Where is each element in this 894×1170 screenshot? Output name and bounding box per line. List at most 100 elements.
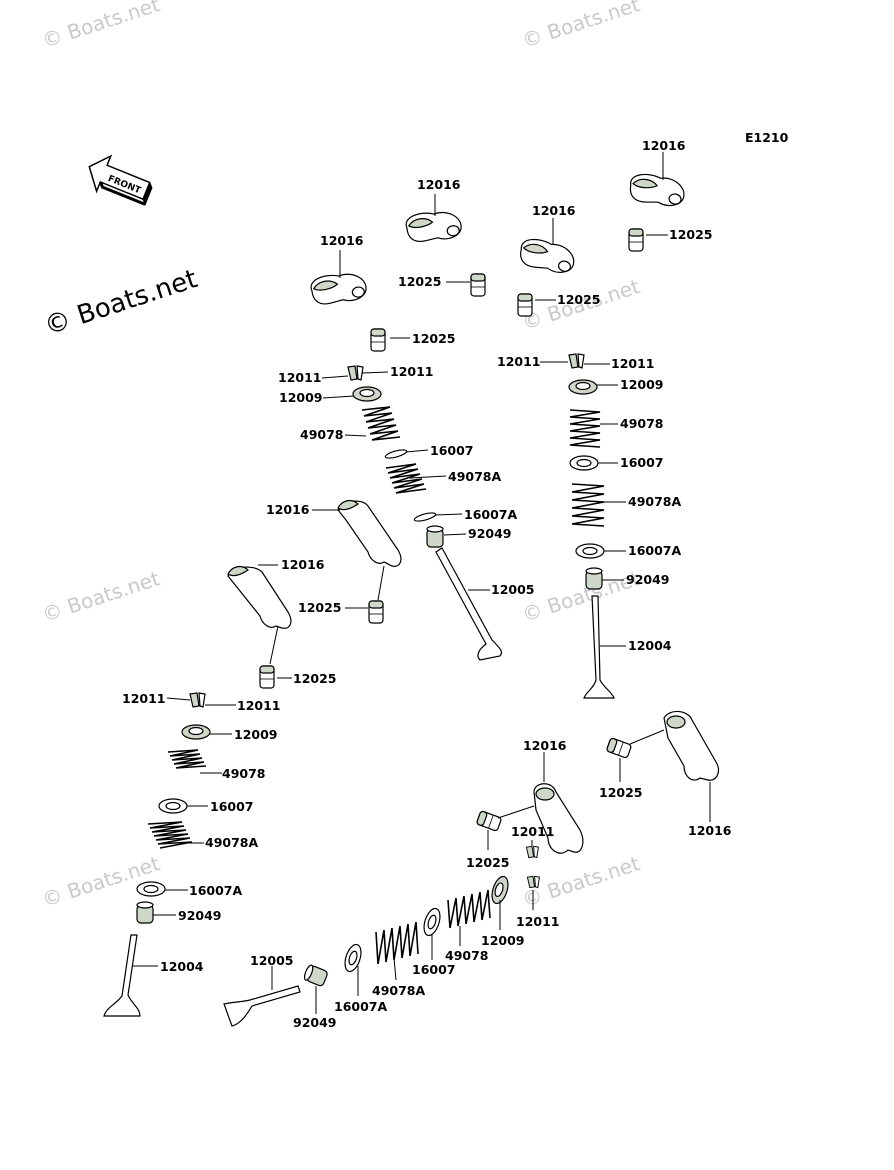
part-callout: 49078 bbox=[300, 427, 344, 442]
exhaust-valve bbox=[435, 547, 503, 661]
part-callout: 92049 bbox=[626, 572, 670, 587]
part-callout: 12025 bbox=[412, 331, 456, 346]
spring-seat bbox=[413, 512, 437, 522]
valve-spring-outer bbox=[167, 749, 207, 769]
diagram-code: E1210 bbox=[745, 130, 789, 145]
part-callout: 12009 bbox=[481, 933, 525, 948]
part-callout: 49078A bbox=[372, 983, 425, 998]
spring-seat bbox=[341, 941, 365, 975]
tappet bbox=[628, 228, 644, 252]
rocker-arm bbox=[627, 171, 688, 210]
part-callout: 12025 bbox=[599, 785, 643, 800]
valve-cotter bbox=[347, 365, 364, 381]
valve-stem-seal bbox=[302, 963, 329, 988]
part-callout: 16007A bbox=[464, 507, 517, 522]
part-callout: 12009 bbox=[234, 727, 278, 742]
tappet bbox=[470, 273, 486, 297]
part-callout: 16007 bbox=[620, 455, 664, 470]
part-callout: 92049 bbox=[468, 526, 512, 541]
part-callout: 12005 bbox=[491, 582, 535, 597]
tappet bbox=[517, 293, 533, 317]
spring-seat bbox=[569, 455, 599, 471]
part-callout: 16007A bbox=[189, 883, 242, 898]
tappet bbox=[259, 665, 275, 689]
rocker-arm bbox=[516, 235, 578, 277]
tappet bbox=[605, 737, 633, 759]
watermark: © Boats.net bbox=[39, 0, 163, 53]
front-arrow-icon: FRONT bbox=[88, 154, 153, 206]
spring-retainer bbox=[181, 724, 211, 740]
group-upper-center: 12016 12016 12025 12025 12011 12011 1200… bbox=[278, 177, 535, 661]
part-callout: 12025 bbox=[298, 600, 342, 615]
part-callout: 12011 bbox=[278, 370, 322, 385]
part-callout: 12011 bbox=[390, 364, 434, 379]
rocker-arm bbox=[404, 210, 463, 243]
tappet bbox=[475, 810, 503, 832]
part-callout: 12004 bbox=[628, 638, 672, 653]
group-right: 12016 12016 12025 12025 12011 12011 1200… bbox=[497, 138, 713, 699]
part-callout: 12004 bbox=[160, 959, 204, 974]
valve-cotter bbox=[568, 353, 585, 369]
part-callout: 92049 bbox=[293, 1015, 337, 1030]
intake-valve bbox=[583, 595, 615, 699]
spring-seat bbox=[384, 449, 408, 459]
valve-cotter bbox=[189, 692, 206, 708]
group-lower-right: 12016 12025 12016 12025 12011 12011 1200… bbox=[223, 710, 732, 1030]
valve-stem-seal bbox=[136, 901, 154, 924]
watermark-dark: © Boats.net bbox=[41, 264, 201, 342]
rocker-arm bbox=[533, 783, 584, 854]
part-callout: 12016 bbox=[523, 738, 567, 753]
valve-cotter bbox=[526, 875, 540, 889]
group-left: 12016 12016 12025 12025 12011 12011 1200… bbox=[103, 499, 402, 1017]
part-callout: 12009 bbox=[620, 377, 664, 392]
watermark: © Boats.net bbox=[519, 566, 643, 627]
spring-seat bbox=[136, 881, 166, 897]
rocker-arm bbox=[663, 710, 720, 781]
valve-spring-inner bbox=[571, 483, 605, 527]
valve-spring-outer bbox=[447, 889, 491, 929]
part-callout: 92049 bbox=[178, 908, 222, 923]
rocker-arm bbox=[337, 500, 402, 567]
part-callout: 12011 bbox=[237, 698, 281, 713]
part-callout: 49078 bbox=[445, 948, 489, 963]
rocker-arm bbox=[309, 271, 368, 306]
intake-valve bbox=[103, 934, 141, 1017]
part-callout: 12025 bbox=[398, 274, 442, 289]
part-callout: 16007 bbox=[430, 443, 474, 458]
part-callout: 12011 bbox=[611, 356, 655, 371]
watermark: © Boats.net bbox=[39, 566, 163, 627]
part-callout: 49078A bbox=[448, 469, 501, 484]
part-callout: 12011 bbox=[122, 691, 166, 706]
valve-cotter bbox=[525, 845, 539, 859]
part-callout: 12009 bbox=[279, 390, 323, 405]
part-callout: 12016 bbox=[266, 502, 310, 517]
part-callout: 49078A bbox=[205, 835, 258, 850]
part-callout: 12025 bbox=[466, 855, 510, 870]
part-callout: 12016 bbox=[532, 203, 576, 218]
part-callout: 49078 bbox=[620, 416, 664, 431]
part-callout: 12025 bbox=[669, 227, 713, 242]
valve-spring-inner bbox=[147, 821, 193, 849]
valve-spring-outer bbox=[569, 409, 601, 448]
part-callout: 12016 bbox=[417, 177, 461, 192]
tappet bbox=[368, 600, 384, 624]
part-callout: 12025 bbox=[293, 671, 337, 686]
spring-retainer bbox=[568, 379, 598, 395]
part-callout: 12011 bbox=[511, 824, 555, 839]
valve-spring-outer bbox=[361, 406, 401, 441]
valve-spring-inner bbox=[385, 463, 427, 494]
valve-spring-inner bbox=[375, 921, 419, 965]
watermark: © Boats.net bbox=[519, 0, 643, 53]
part-callout: 16007A bbox=[628, 543, 681, 558]
valve-stem-seal bbox=[426, 525, 444, 548]
part-callout: 12016 bbox=[688, 823, 732, 838]
part-callout: 16007A bbox=[334, 999, 387, 1014]
spring-seat bbox=[158, 798, 188, 814]
part-callout: 12011 bbox=[516, 914, 560, 929]
part-callout: 12005 bbox=[250, 953, 294, 968]
valve-stem-seal bbox=[585, 567, 603, 590]
watermark-layer: © Boats.net © Boats.net © Boats.net © Bo… bbox=[39, 0, 643, 912]
part-callout: 12025 bbox=[557, 292, 601, 307]
